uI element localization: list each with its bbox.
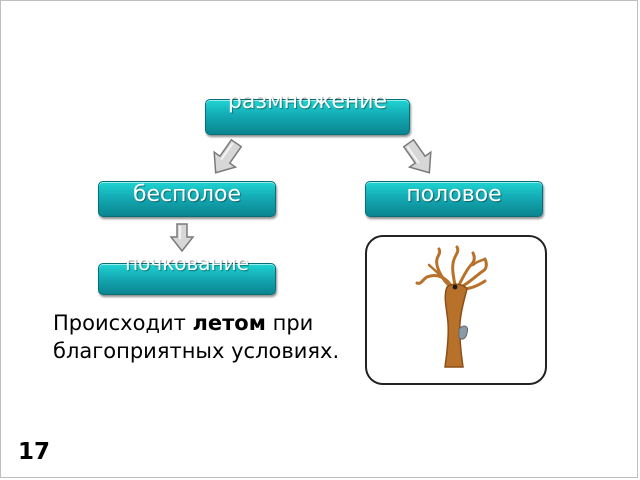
asexual-label: бесполое <box>132 182 242 207</box>
arrow-down-right-icon <box>402 138 432 174</box>
sexual-box: половое <box>365 181 543 217</box>
illustration-frame <box>365 235 547 385</box>
description-text: Происходит летом при благоприятных услов… <box>53 309 353 365</box>
arrow-down-left-icon <box>213 138 243 174</box>
description-prefix: Происходит <box>53 311 193 335</box>
budding-label: почкование <box>125 251 249 275</box>
reproduction-box: размножение <box>205 91 410 135</box>
arrow-down-icon <box>169 223 195 253</box>
sexual-label: половое <box>406 182 502 207</box>
reproduction-label: размножение <box>227 89 388 114</box>
asexual-box: бесполое <box>98 181 276 217</box>
hydra-icon <box>415 245 488 368</box>
budding-box: почкование <box>98 253 276 295</box>
description-rest: при благоприятных условиях. <box>53 311 340 363</box>
page-number: 17 <box>18 439 51 465</box>
description-bold: летом <box>192 311 266 335</box>
